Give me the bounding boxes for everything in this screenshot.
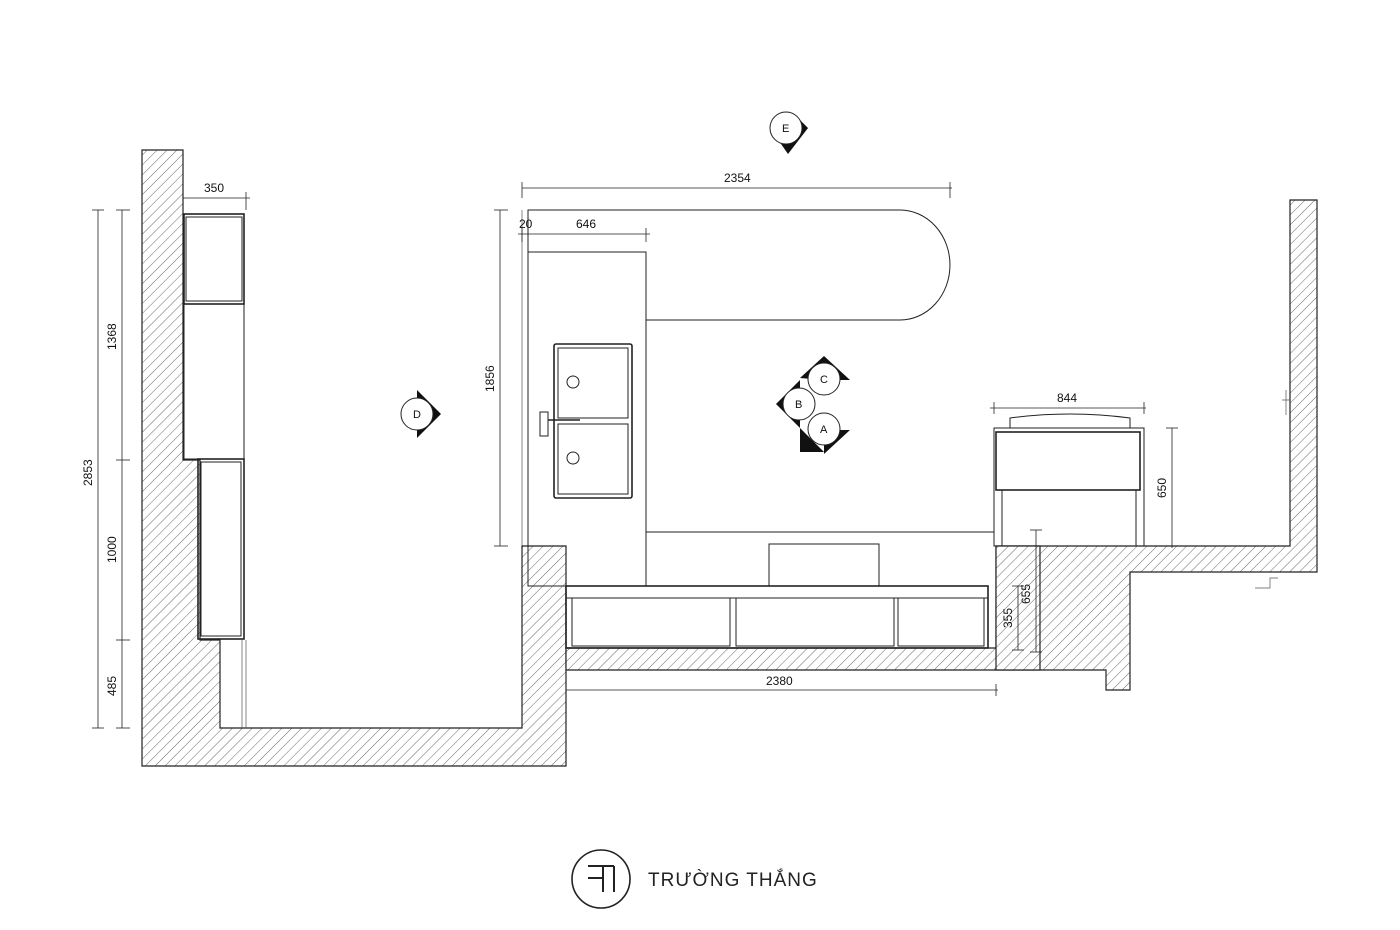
pipe-icon [1255,577,1278,589]
truong-thang-logo-icon [571,849,631,909]
dim-2853: 2853 [81,459,95,486]
dim-350: 350 [204,181,224,195]
dim-646: 646 [576,217,596,231]
marker-label-c: C [820,374,828,386]
dim-655: 655 [1019,584,1033,604]
brand-logo: TRƯỜNG THẮNG [571,849,818,909]
bottom-middle-wall [565,199,1318,691]
dim-1368: 1368 [105,323,119,350]
dimension-lines [92,182,1178,729]
marker-label-d: D [413,409,421,421]
dim-1000: 1000 [105,536,119,563]
door-handle-icon [1282,390,1290,415]
dim-2380: 2380 [766,674,793,688]
dimension-labels: 350 2853 1368 1000 485 2354 20 646 1856 … [81,171,1169,696]
dim-20: 20 [519,217,533,231]
dim-355: 355 [1001,608,1015,628]
faucet-icon [539,411,549,437]
marker-label-b: B [795,399,802,411]
section-marker-d: D [400,390,441,438]
appliance-block [768,543,880,587]
dim-485: 485 [105,676,119,696]
dim-650: 650 [1155,478,1169,498]
marker-label-e: E [782,123,789,135]
double-sink [539,343,633,499]
kitchen-island [521,209,994,587]
right-cabinet [993,413,1145,547]
section-marker-e: E [769,111,808,154]
dim-1856: 1856 [483,365,497,392]
dim-844: 844 [1057,391,1077,405]
dim-2354: 2354 [724,171,751,185]
section-markers-abc: C B A [776,356,850,454]
marker-label-a: A [820,424,828,436]
left-wall [141,149,567,767]
brand-name: TRƯỜNG THẮNG [648,869,818,891]
bottom-cabinet-run [565,585,989,649]
left-tall-cabinet [183,213,247,728]
